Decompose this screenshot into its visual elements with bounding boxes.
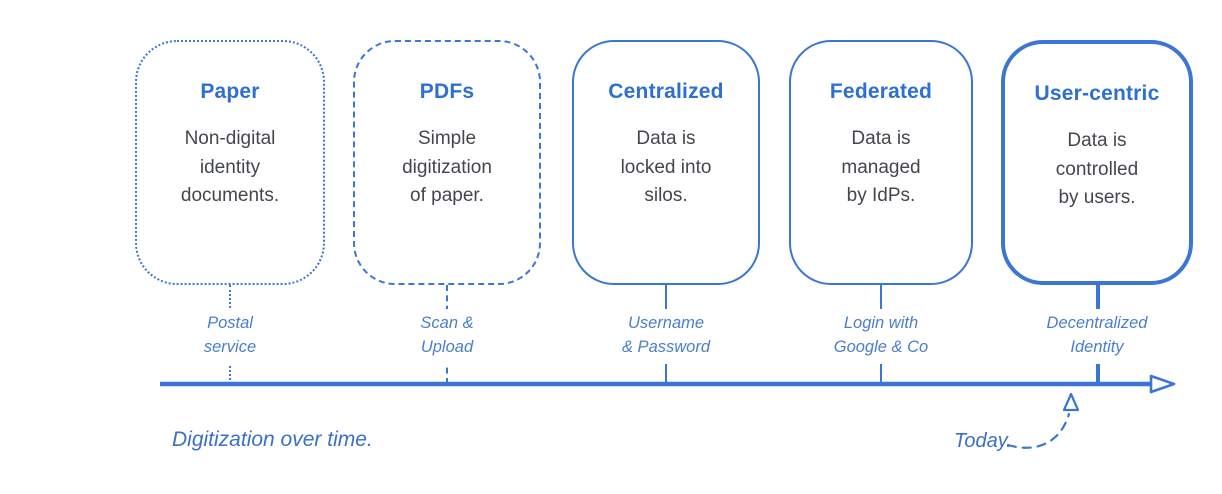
- stage-description-line: Non-digital: [184, 128, 276, 149]
- stage-description-line: silos.: [644, 185, 688, 206]
- stage-description-line: of paper.: [410, 185, 484, 206]
- stage-description-line: identity: [199, 156, 261, 178]
- stage-title: Federated: [829, 80, 933, 103]
- stage-description-line: Data is: [1067, 130, 1127, 151]
- stage-description: Data is controlled by users.: [1005, 127, 1189, 213]
- stage-card-pdfs: PDFs Simple digitization of paper.: [353, 40, 541, 285]
- connector-label-line: Scan &: [420, 314, 474, 332]
- today-arrow-curve: [1006, 412, 1071, 449]
- connector-label-login-google: Login with Google & Co: [801, 309, 961, 364]
- today-label: Today.: [954, 430, 1012, 452]
- stage-card-user-centric: User-centric Data is controlled by users…: [1001, 40, 1193, 285]
- stage-title: Paper: [200, 80, 260, 103]
- stage-title: Centralized: [608, 80, 724, 103]
- stage-description-line: locked into: [620, 156, 712, 178]
- connector-label-line: Username: [627, 314, 705, 332]
- stage-title: PDFs: [419, 80, 475, 103]
- stage-description-line: controlled: [1055, 158, 1139, 180]
- stage-description: Data is locked into silos.: [574, 125, 758, 211]
- connector-label-decentralized-identity: Decentralized Identity: [1017, 309, 1177, 364]
- connector-label-line: Identity: [1070, 337, 1124, 356]
- connector-label-scan-upload: Scan & Upload: [367, 309, 527, 364]
- connector-label-line: Login with: [843, 314, 919, 332]
- stage-description-line: Data is: [851, 128, 911, 149]
- connector-label-line: Postal: [207, 314, 253, 332]
- stage-description-line: by IdPs.: [846, 185, 916, 206]
- connector-label-line: Upload: [420, 337, 474, 356]
- today-arrowhead-icon: [1062, 392, 1080, 412]
- stage-description-line: managed: [841, 156, 921, 178]
- stage-title: User-centric: [1034, 82, 1160, 105]
- connector-label-username-password: Username & Password: [586, 309, 746, 364]
- timeline-arrowhead-icon: [1149, 374, 1176, 394]
- stage-description-line: by users.: [1058, 187, 1136, 208]
- connector-label-line: & Password: [621, 337, 711, 356]
- stage-description: Data is managed by IdPs.: [791, 125, 971, 211]
- stage-card-federated: Federated Data is managed by IdPs.: [789, 40, 973, 285]
- stage-description-line: digitization: [402, 156, 492, 178]
- connector-label-line: service: [203, 337, 257, 356]
- connector-label-line: Decentralized: [1046, 314, 1148, 332]
- stage-card-paper: Paper Non-digital identity documents.: [135, 40, 325, 285]
- stage-description: Non-digital identity documents.: [137, 125, 323, 211]
- stage-description-line: Data is: [636, 128, 696, 149]
- connector-label-line: Google & Co: [833, 337, 929, 356]
- connector-label-postal-service: Postal service: [150, 309, 310, 364]
- stage-description-line: Simple: [417, 128, 477, 149]
- stage-description: Simple digitization of paper.: [355, 125, 539, 211]
- timeline-caption: Digitization over time.: [172, 428, 373, 451]
- stage-card-centralized: Centralized Data is locked into silos.: [572, 40, 760, 285]
- stage-description-line: documents.: [180, 185, 280, 206]
